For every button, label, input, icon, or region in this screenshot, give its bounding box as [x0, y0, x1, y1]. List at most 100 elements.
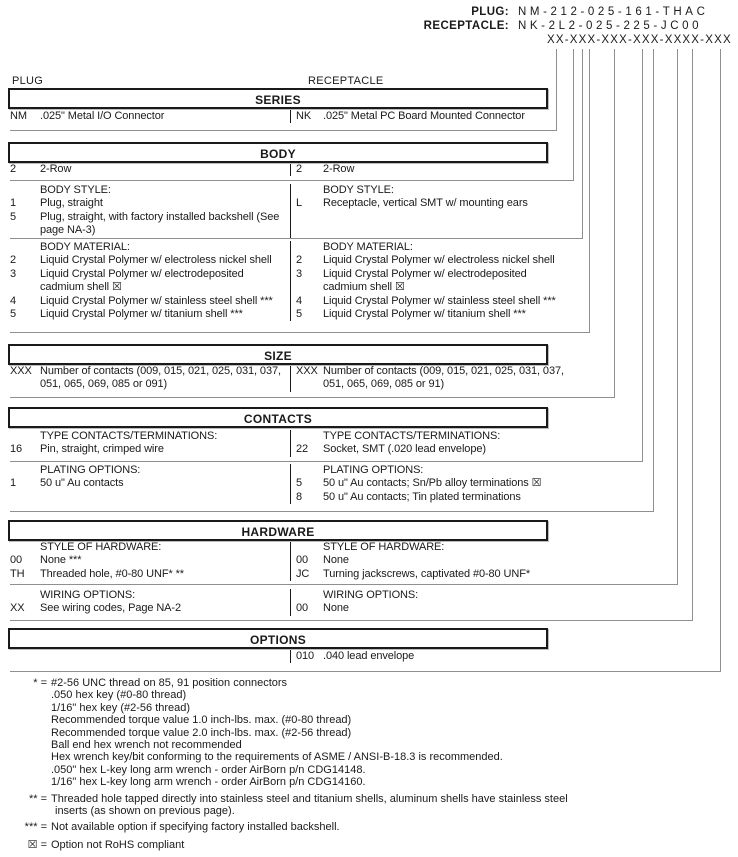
option-code: TH	[10, 567, 25, 580]
receptacle-column: STYLE OF HARDWARE: 00 None JC Turning ja…	[290, 541, 564, 582]
footnote-text: .050" hex L-key long arm wrench - order …	[51, 763, 366, 776]
receptacle-column: XXX Number of contacts (009, 015, 021, 0…	[290, 365, 564, 392]
plug-column: BODY STYLE: 1 Plug, straight 5 Plug, str…	[10, 184, 290, 238]
group-label-row: STYLE OF HARDWARE:	[10, 541, 290, 554]
connector-hline-plating	[10, 511, 654, 512]
option-row: TH Threaded hole, #0-80 UNF* **	[10, 568, 290, 581]
group-label: STYLE OF HARDWARE:	[323, 541, 445, 553]
option-text: Turning jackscrews, captivated #0-80 UNF…	[323, 567, 531, 580]
option-code: 2	[296, 163, 303, 175]
receptacle-column-header: RECEPTACLE	[308, 75, 384, 87]
connector-vline-body-style	[582, 49, 583, 238]
group-label-row: BODY MATERIAL:	[10, 241, 290, 254]
option-row: 1 Plug, straight	[10, 197, 290, 210]
option-row: 5 Plug, straight, with factory installed…	[10, 211, 290, 238]
footnote-text: Not available option if specifying facto…	[51, 821, 340, 834]
option-row: 8 50 u" Au contacts; Tin plated terminat…	[296, 491, 564, 504]
connector-hline-series	[10, 130, 557, 131]
option-row: JC Turning jackscrews, captivated #0-80 …	[296, 568, 564, 581]
options-group: 010 .040 lead envelope	[10, 650, 564, 664]
option-text: Number of contacts (009, 015, 021, 025, …	[323, 365, 564, 391]
connector-hline-size	[10, 397, 615, 398]
footnote-text: 1/16" hex L-key long arm wrench - order …	[51, 776, 366, 789]
group-label-row: WIRING OPTIONS:	[296, 589, 564, 602]
footnote-line: Ball end hex wrench not recommended	[20, 739, 726, 751]
option-text: Liquid Crystal Polymer w/ electrodeposit…	[40, 267, 244, 294]
footnote-text: Recommended torque value 2.0 inch-lbs. m…	[51, 726, 352, 739]
group-label: BODY STYLE:	[323, 184, 394, 196]
footnote-line: ** = Threaded hole tapped directly into …	[20, 793, 726, 805]
receptacle-part-number-label: RECEPTACLE:	[423, 20, 509, 32]
option-text: See wiring codes, Page NA-2	[40, 602, 181, 615]
option-row: 010 .040 lead envelope	[296, 650, 564, 663]
footnote-line: Recommended torque value 2.0 inch-lbs. m…	[20, 727, 726, 739]
contact-type-group: TYPE CONTACTS/TERMINATIONS: 16 Pin, stra…	[10, 430, 564, 457]
section-header-series: SERIES	[8, 88, 548, 109]
option-text: 2-Row	[40, 163, 72, 175]
option-text: Number of contacts (009, 015, 021, 025, …	[40, 365, 281, 391]
option-code: 2	[296, 254, 303, 267]
option-row: 5 Liquid Crystal Polymer w/ titanium she…	[296, 308, 564, 321]
connector-hline-hw-style	[10, 584, 678, 585]
option-code: 3	[296, 267, 303, 280]
receptacle-part-number-value: NK-2L2-025-225-JC00	[518, 20, 703, 32]
footnote-text: Hex wrench key/bit conforming to the req…	[51, 751, 503, 764]
receptacle-column: NK .025" Metal PC Board Mounted Connecto…	[290, 110, 564, 124]
group-label: PLATING OPTIONS:	[323, 464, 424, 476]
option-code: 22	[296, 443, 309, 456]
plug-column-header: PLUG	[12, 75, 44, 87]
option-code: 4	[296, 294, 303, 307]
option-code: XX	[10, 602, 25, 615]
section-title: SIZE	[264, 349, 292, 363]
option-code: 2	[10, 163, 17, 175]
receptacle-column: 2 2-Row	[290, 163, 564, 177]
receptacle-column: 010 .040 lead envelope	[290, 650, 564, 664]
footnote-symbol: * =	[33, 677, 47, 689]
connector-hline-body-style	[10, 238, 583, 239]
option-text: .025" Metal PC Board Mounted Connector	[323, 110, 525, 122]
section-title: BODY	[260, 147, 296, 161]
connector-vline-series	[556, 49, 557, 130]
option-code: 1	[10, 477, 17, 490]
footnote-text: Option not RoHS compliant	[51, 838, 185, 851]
option-code: 1	[10, 197, 17, 210]
section-title: HARDWARE	[241, 525, 315, 539]
footnote-text: Ball end hex wrench not recommended	[51, 739, 242, 752]
option-row: L Receptacle, vertical SMT w/ mounting e…	[296, 197, 564, 210]
plug-column: WIRING OPTIONS: XX See wiring codes, Pag…	[10, 589, 290, 616]
plug-part-number-value: NM-212-025-161-THAC	[518, 6, 709, 18]
option-code: 4	[10, 294, 17, 307]
connector-hline-contact-type	[10, 461, 643, 462]
option-code: 00	[10, 554, 23, 567]
footnote-line: *** = Not available option if specifying…	[20, 821, 726, 833]
option-row: 3 Liquid Crystal Polymer w/ electrodepos…	[296, 268, 564, 295]
plug-column: STYLE OF HARDWARE: 00 None *** TH Thread…	[10, 541, 290, 581]
plug-column	[10, 650, 290, 663]
option-row: NM .025" Metal I/O Connector	[10, 110, 290, 123]
option-text: 50 u" Au contacts; Sn/Pb alloy terminati…	[323, 477, 542, 490]
footnote-text: #2-56 UNC thread on 85, 91 position conn…	[51, 677, 288, 689]
option-code: L	[296, 197, 303, 210]
group-label-row: PLATING OPTIONS:	[296, 464, 564, 477]
rohs-checkbox-icon: ☒ =	[27, 838, 47, 851]
option-text: 50 u" Au contacts	[40, 477, 124, 490]
footnote-text: Recommended torque value 1.0 inch-lbs. m…	[51, 714, 352, 727]
option-text: Plug, straight	[40, 197, 103, 210]
option-code: XXX	[10, 365, 32, 377]
section-title: CONTACTS	[243, 412, 313, 426]
body-material-group: BODY MATERIAL: 2 Liquid Crystal Polymer …	[10, 241, 564, 322]
option-text: None ***	[40, 554, 82, 567]
option-row: XX See wiring codes, Page NA-2	[10, 602, 290, 615]
option-text: Receptacle, vertical SMT w/ mounting ear…	[323, 197, 528, 210]
option-row: XXX Number of contacts (009, 015, 021, 0…	[296, 365, 564, 392]
option-code: 5	[10, 210, 17, 223]
section-title: SERIES	[255, 93, 301, 107]
hardware-style-group: STYLE OF HARDWARE: 00 None *** TH Thread…	[10, 541, 564, 582]
option-row: 1 50 u" Au contacts	[10, 477, 290, 490]
series-group: NM .025" Metal I/O Connector NK .025" Me…	[10, 110, 564, 124]
option-code: 8	[296, 490, 303, 503]
option-row: NK .025" Metal PC Board Mounted Connecto…	[296, 110, 564, 123]
option-row: 22 Socket, SMT (.020 lead envelope)	[296, 443, 564, 456]
footnote-line: .050 hex key (#0-80 thread)	[20, 689, 726, 701]
